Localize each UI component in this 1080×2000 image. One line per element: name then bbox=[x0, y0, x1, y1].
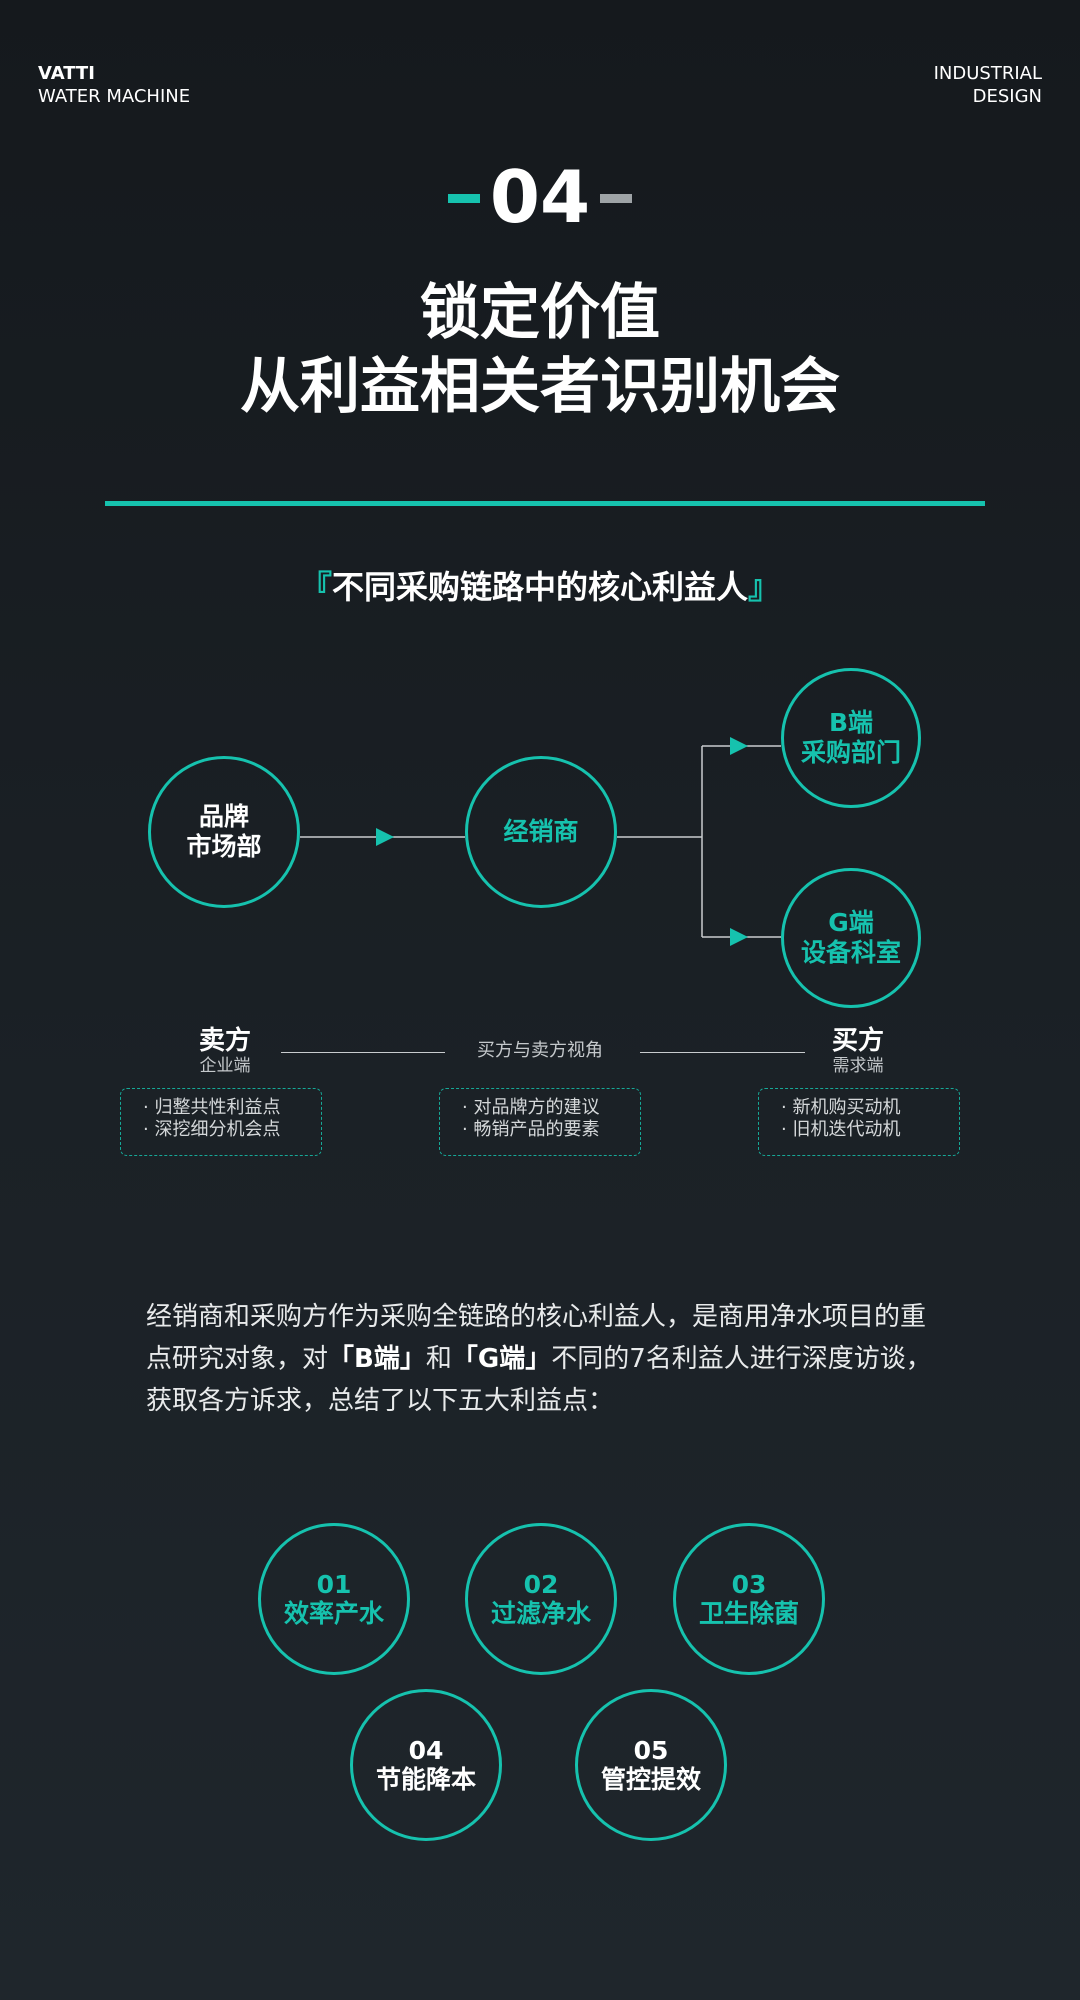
point-02-num: 02 bbox=[523, 1570, 559, 1599]
point-05-label: 管控提效 bbox=[600, 1765, 701, 1794]
node-b-line2: 采购部门 bbox=[800, 738, 901, 767]
role-buyer: 买方 需求端 bbox=[808, 1026, 908, 1076]
note-buyer: · 新机购买动机 · 旧机迭代动机 bbox=[758, 1088, 960, 1156]
subtitle-open-bracket: 『 bbox=[299, 568, 332, 606]
paragraph-part2: 和 bbox=[425, 1344, 452, 1374]
node-g-line2: 设备科室 bbox=[800, 938, 901, 967]
role-seller-title: 卖方 bbox=[198, 1026, 251, 1056]
role-seller-sub: 企业端 bbox=[199, 1056, 251, 1076]
point-03: 03 卫生除菌 bbox=[673, 1523, 825, 1675]
point-05: 05 管控提效 bbox=[575, 1689, 727, 1841]
point-01-label: 效率产水 bbox=[283, 1599, 384, 1628]
section-dash-right bbox=[600, 193, 633, 203]
category-label: INDUSTRIAL DESIGN bbox=[934, 62, 1042, 108]
brand-logo: VATTI WATER MACHINE bbox=[38, 62, 190, 108]
node-brand-marketing: 品牌 市场部 bbox=[148, 756, 300, 908]
role-buyer-title: 买方 bbox=[831, 1026, 884, 1056]
note-buyer-line1: · 新机购买动机 bbox=[781, 1097, 901, 1118]
section-number-text: 04 bbox=[489, 155, 591, 239]
arrow-to-dealer bbox=[376, 828, 394, 846]
page-title-line2: 从利益相关者识别机会 bbox=[240, 352, 840, 422]
node-g-equipment: G端 设备科室 bbox=[781, 868, 921, 1008]
perspective-line-right bbox=[640, 1052, 805, 1053]
paragraph-g-term: 「G端」 bbox=[451, 1344, 552, 1374]
node-dealer-label: 经销商 bbox=[503, 817, 579, 846]
point-04-num: 04 bbox=[408, 1736, 444, 1765]
section-subtitle: 『不同采购链路中的核心利益人』 bbox=[0, 565, 1080, 609]
point-04: 04 节能降本 bbox=[350, 1689, 502, 1841]
perspective-line-left bbox=[281, 1052, 445, 1053]
subtitle-close-bracket: 』 bbox=[748, 568, 781, 606]
note-seller-line2: · 深挖细分机会点 bbox=[143, 1119, 281, 1140]
note-perspective-line1: · 对品牌方的建议 bbox=[462, 1097, 600, 1118]
node-g-line1: G端 bbox=[828, 908, 874, 937]
point-03-num: 03 bbox=[731, 1570, 767, 1599]
perspective-label: 买方与卖方视角 bbox=[477, 1040, 603, 1061]
category-line2: DESIGN bbox=[972, 86, 1042, 107]
point-01: 01 效率产水 bbox=[258, 1523, 410, 1675]
description-paragraph: 经销商和采购方作为采购全链路的核心利益人，是商用净水项目的重点研究对象，对「B端… bbox=[146, 1296, 936, 1422]
title-divider bbox=[105, 501, 985, 506]
arrow-to-b bbox=[730, 737, 748, 755]
role-seller: 卖方 企业端 bbox=[175, 1026, 275, 1076]
note-perspective-line2: · 畅销产品的要素 bbox=[462, 1119, 600, 1140]
note-seller-line1: · 归整共性利益点 bbox=[143, 1097, 281, 1118]
note-buyer-line2: · 旧机迭代动机 bbox=[781, 1119, 901, 1140]
node-b-line1: B端 bbox=[828, 708, 874, 737]
page-title: 锁定价值 从利益相关者识别机会 bbox=[0, 276, 1080, 424]
category-line1: INDUSTRIAL bbox=[933, 63, 1042, 84]
node-dealer: 经销商 bbox=[465, 756, 617, 908]
point-02: 02 过滤净水 bbox=[465, 1523, 617, 1675]
brand-name: VATTI bbox=[38, 63, 95, 84]
paragraph-part3: 不同的7名利益人进行深度访谈，获取各方诉求，总结了以下五大利益点： bbox=[146, 1344, 932, 1416]
node-brand-line1: 品牌 bbox=[198, 802, 249, 831]
section-number: 04 bbox=[0, 152, 1080, 242]
point-02-label: 过滤净水 bbox=[490, 1599, 591, 1628]
section-dash-left bbox=[447, 193, 480, 203]
point-04-label: 节能降本 bbox=[375, 1765, 476, 1794]
node-b-purchasing: B端 采购部门 bbox=[781, 668, 921, 808]
arrow-to-g bbox=[730, 928, 748, 946]
note-seller: · 归整共性利益点 · 深挖细分机会点 bbox=[120, 1088, 322, 1156]
paragraph-part1: 经销商和采购方作为采购全链路的核心利益人，是商用净水项目的重点研究对象，对 bbox=[146, 1302, 927, 1374]
paragraph-b-term: 「B端」 bbox=[328, 1344, 426, 1374]
point-01-num: 01 bbox=[316, 1570, 352, 1599]
node-brand-line2: 市场部 bbox=[186, 832, 262, 861]
page-title-line1: 锁定价值 bbox=[420, 278, 660, 348]
subtitle-text: 不同采购链路中的核心利益人 bbox=[331, 568, 748, 606]
point-05-num: 05 bbox=[633, 1736, 669, 1765]
note-perspective: · 对品牌方的建议 · 畅销产品的要素 bbox=[439, 1088, 641, 1156]
brand-subname: WATER MACHINE bbox=[38, 86, 191, 107]
point-03-label: 卫生除菌 bbox=[698, 1599, 799, 1628]
role-buyer-sub: 需求端 bbox=[832, 1056, 884, 1076]
